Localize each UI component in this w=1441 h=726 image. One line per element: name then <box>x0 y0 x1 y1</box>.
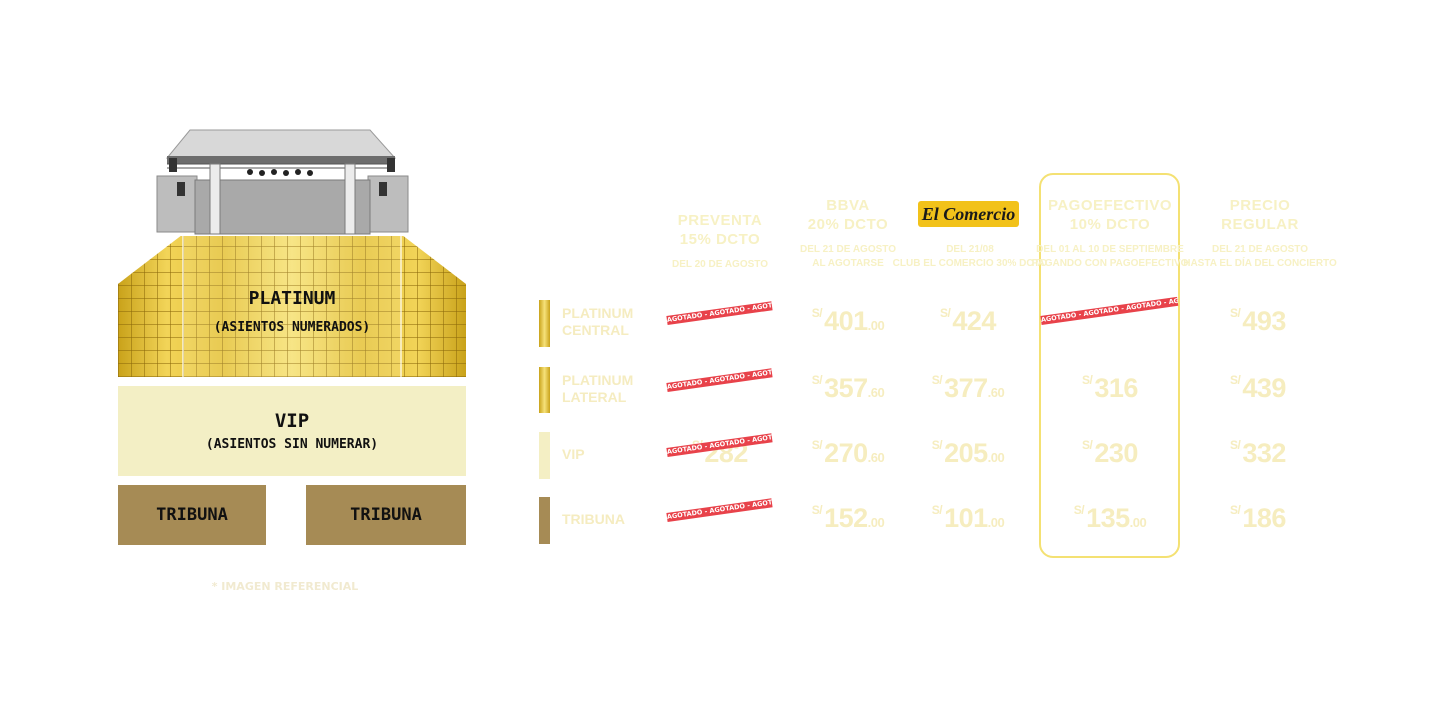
price-vip-col1: S/270.60 <box>811 438 885 468</box>
vip-title: VIP <box>274 410 310 432</box>
platinum-zone[interactable] <box>118 236 466 377</box>
soldout-ribbon-platinum-lateral-col0: AGOTADO - AGOTADO - AGOTADO - AGOTADO <box>666 368 773 392</box>
price-tribuna-col4: S/186 <box>1230 503 1286 533</box>
price-platinum-central-col1: S/401.00 <box>811 306 885 336</box>
price-platinum-lateral-col2: S/377.60 <box>931 373 1005 403</box>
tribuna-right-zone[interactable]: TRIBUNA <box>306 485 466 545</box>
price-platinum-central-col2: S/424 <box>940 306 996 336</box>
row-swatch-platinum-lateral <box>539 367 550 413</box>
row-label-vip: VIP <box>562 446 585 462</box>
price-tribuna-col2: S/101.00 <box>931 503 1005 533</box>
price-tribuna-col1: S/152.00 <box>811 503 885 533</box>
soldout-ribbon-tribuna-col0: AGOTADO - AGOTADO - AGOTADO - AGOTADO <box>666 498 773 522</box>
vip-zone[interactable] <box>118 386 466 476</box>
pagoefectivo-highlight-box <box>1039 173 1180 558</box>
soldout-ribbon-platinum-central-col0: AGOTADO - AGOTADO - AGOTADO - AGOTADO <box>666 301 773 325</box>
price-tribuna-col3: S/135.00 <box>1073 503 1147 533</box>
tribuna-right-label: TRIBUNA <box>350 505 422 525</box>
price-vip-col4: S/332 <box>1230 438 1286 468</box>
platinum-central-zone[interactable] <box>182 236 402 377</box>
price-vip-col3: S/230 <box>1082 438 1138 468</box>
row-swatch-tribuna <box>539 497 550 544</box>
price-vip-col2: S/205.00 <box>931 438 1005 468</box>
price-platinum-central-col4: S/493 <box>1230 306 1286 336</box>
el-comercio-logo: El Comercio <box>918 201 1019 227</box>
platinum-title: PLATINUM <box>248 288 336 309</box>
price-platinum-lateral-col3: S/316 <box>1082 373 1138 403</box>
tribuna-left-label: TRIBUNA <box>156 505 228 525</box>
row-label-tribuna: TRIBUNA <box>562 511 625 527</box>
column-0-subtitle: DEL 20 DE AGOSTO <box>672 259 768 270</box>
row-swatch-vip <box>539 432 550 479</box>
map-footnote: * IMAGEN REFERENCIAL <box>211 580 359 593</box>
stage-illustration <box>156 129 409 235</box>
vip-subtitle: (ASIENTOS SIN NUMERAR) <box>205 437 379 452</box>
row-swatch-platinum-central <box>539 300 550 347</box>
platinum-subtitle: (ASIENTOS NUMERADOS) <box>213 320 371 335</box>
tribuna-left-zone[interactable]: TRIBUNA <box>118 485 266 545</box>
price-platinum-lateral-col1: S/357.60 <box>811 373 885 403</box>
price-platinum-lateral-col4: S/439 <box>1230 373 1286 403</box>
